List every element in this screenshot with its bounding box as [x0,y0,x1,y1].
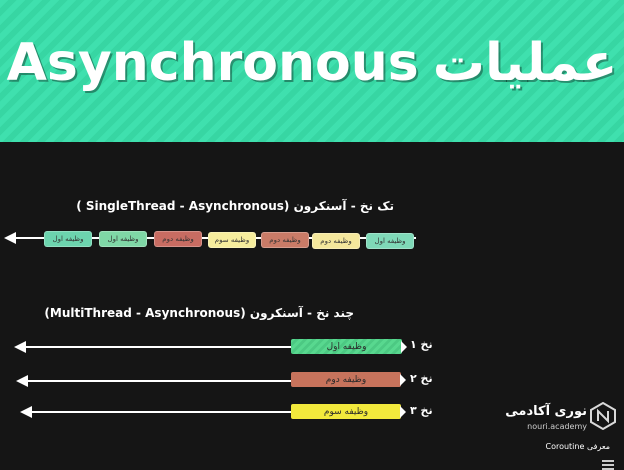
slide-title-en: Asynchronous [6,33,419,93]
slide-title: عملیات Asynchronous [0,28,624,98]
single-thread-arrow-head [4,232,16,244]
thread-2-label: نخ ۲ [410,372,433,385]
thread-2-arrow-head [16,375,28,387]
thread-3-task-bar: وظیفه سوم [291,404,406,419]
slide-title-fa: عملیات [432,33,618,93]
thread-1-task-bar: وظیفه اول [291,339,407,354]
multi-thread-title: چند نخ - آسنکرون (MultiThread - Asynchro… [44,306,354,320]
nouri-academy-logo-icon [590,402,616,430]
thread-2-task-bar: وظیفه دوم [291,372,406,387]
brand-name-en: nouri.academy [527,422,587,431]
brand-name-fa: نوری آکادمی [505,404,587,419]
slide-body: تک نخ - آسنکرون (SingleThread - Asynchro… [0,142,624,470]
single-task-4: وظیفه سوم [208,232,256,248]
thread-3-arrow-head [20,406,32,418]
brand-logo-area: نوری آکادمی nouri.academy [505,400,620,470]
single-task-6: وظیفه اول [99,231,147,247]
thread-2-timeline [26,380,402,382]
thread-1-arrow-head [14,341,26,353]
single-task-2: وظیفه دوم [312,233,360,249]
thread-3-timeline [30,411,402,413]
course-title: معرفی Coroutine [545,442,610,451]
single-thread-title: تک نخ - آسنکرون (SingleThread - Asynchro… [76,199,394,213]
menu-icon[interactable] [602,460,614,470]
thread-1-label: نخ ۱ [410,338,433,351]
single-task-5: وظیفه دوم [154,231,202,247]
single-task-3: وظیفه دوم [261,232,309,248]
thread-1-timeline [24,346,404,348]
slide-header: عملیات Asynchronous [0,0,624,142]
single-task-7: وظیفه اول [44,231,92,247]
thread-3-label: نخ ۳ [410,404,433,417]
single-task-1: وظیفه اول [366,233,414,249]
